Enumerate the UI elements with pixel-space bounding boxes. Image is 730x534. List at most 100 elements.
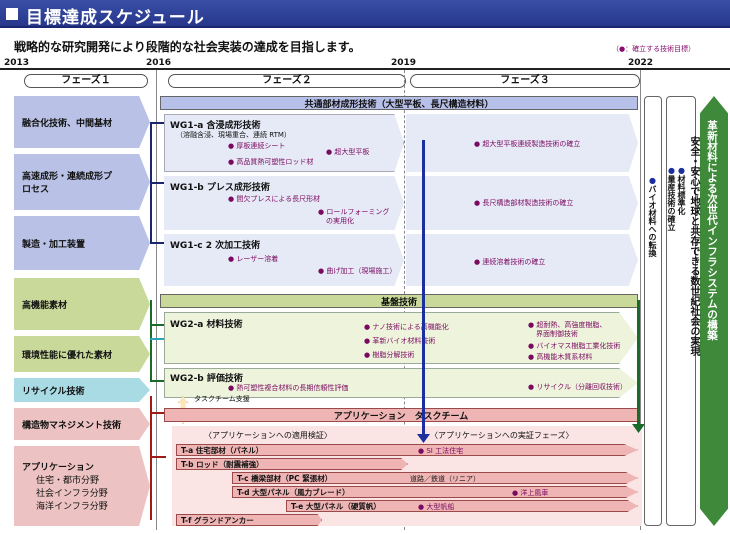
down-arrow-green	[637, 300, 640, 426]
wg2a-item-2: ● 革新バイオ材料技術	[364, 337, 436, 345]
wg2b-item-1: ● 熱可塑性複合材料の長期信頼性評価	[228, 384, 349, 392]
task-result-si: ● SI 工法住宅	[418, 447, 464, 455]
task-td: T-d 大型パネル（風力ブレード）	[232, 486, 638, 498]
year-2022: 2022	[628, 58, 654, 68]
wg1b-title: WG1-b プレス成形技術	[170, 183, 270, 193]
wg1a-title: WG1-a 含浸成形技術	[170, 121, 261, 131]
wg2a-phase3-1: ● 超耐熱、高強度樹脂、	[528, 321, 607, 329]
category-molding: 高速成形・連続成形プロセス	[14, 154, 150, 210]
wg2b-phase3: ● リサイクル（分離回収技術）	[528, 383, 627, 391]
wg1c-area	[164, 234, 404, 286]
wg1b-item-1: ● 間欠プレスによる長尺形材	[228, 195, 321, 203]
down-arrow-blue-head-icon	[417, 434, 430, 443]
task-tc: T-c 橋梁部材（PC 緊張材）	[232, 472, 638, 484]
wg2a-phase3-3: ● バイオマス樹脂工業化技術	[528, 342, 621, 350]
target-column-2	[666, 96, 696, 526]
target-standardization: ●材料標準化	[677, 166, 686, 215]
connector-1	[150, 122, 166, 124]
category-fusion: 融合化技術、中間基材	[14, 96, 150, 148]
task-support-label: タスクチーム支援	[194, 395, 250, 403]
task-te: T-e 大型パネル（硬質帆）	[286, 500, 638, 512]
wg2a-phase3-4: ● 高機能木質系材料	[528, 353, 593, 361]
phase-3: フェーズ３	[410, 74, 640, 88]
category-recycle: リサイクル技術	[14, 378, 150, 402]
subtitle: 戦略的な研究開発により段階的な社会実装の達成を目指します。	[14, 40, 361, 54]
wg2a-item-1: ● ナノ技術による高機能化	[364, 323, 449, 331]
wg2a-phase3-2: 界面制御技術	[536, 330, 578, 338]
task-result-wind: ● 洋上風車	[512, 489, 549, 497]
vision-line-2: 安全・安心で地球と共存できる数世紀社会の実現	[688, 136, 699, 356]
divider-2022	[640, 70, 641, 530]
wg1b-item-3: の実用化	[326, 217, 354, 225]
year-2013: 2013	[4, 58, 30, 68]
category-high-performance: 高機能素材	[14, 278, 150, 330]
app-sub-marine: 海洋インフラ分野	[36, 502, 108, 512]
connector-vert-3	[150, 396, 152, 520]
page-title: 目標達成スケジュール	[26, 8, 205, 28]
app-phase-verify: 〈アプリケーションへの適用検証〉	[204, 431, 332, 440]
wg1b-area	[164, 176, 404, 230]
vision-banner	[700, 96, 728, 526]
base-bar: 基盤技術	[160, 294, 638, 308]
wg2b-title: WG2-b 評価技術	[170, 374, 243, 384]
task-result-sail: ● 大型帆船	[418, 503, 455, 511]
connector-vert-1	[150, 122, 152, 244]
down-arrow-blue	[422, 140, 425, 436]
connector-2	[150, 182, 166, 184]
connector-7	[150, 412, 166, 414]
connector-8	[150, 456, 166, 458]
wg2a-area	[164, 312, 638, 364]
target-mass-production: ●量産技術の確立	[667, 166, 676, 231]
wg2b-area	[164, 368, 638, 398]
year-2019: 2019	[391, 58, 417, 68]
wg1b-phase3-area	[406, 176, 638, 230]
wg1b-item-2: ● ロールフォーミング	[318, 208, 390, 216]
wg1c-phase3-area	[406, 234, 638, 286]
down-arrow-green-head-icon	[632, 424, 645, 433]
application-bar: アプリケーション タスクチーム	[164, 408, 638, 422]
category-eco-material: 環境性能に優れた素材	[14, 336, 150, 372]
header-bar	[0, 0, 730, 28]
connector-vert-2	[150, 300, 152, 380]
category-structure-management: 構造物マネジメント技術	[14, 408, 150, 440]
connector-5	[150, 380, 166, 382]
wg2a-item-3: ● 樹脂分解技術	[364, 351, 415, 359]
wg1a-item-3: ● 高品質熱可塑性ロッド材	[228, 158, 314, 166]
app-sub-infra: 社会インフラ分野	[36, 489, 108, 499]
task-tb: T-b ロッド（耐震補強）	[176, 458, 408, 470]
connector-4	[150, 324, 166, 326]
task-tf: T-f グランドアンカー	[176, 514, 322, 526]
phase-1: フェーズ１	[24, 74, 148, 88]
wg1a-subtitle: （溶融含浸、現場重合、連続 RTM）	[176, 131, 291, 139]
category-equipment: 製造・加工装置	[14, 216, 150, 270]
legend-note: （●：確立する技術目標）	[612, 45, 696, 53]
wg1a-item-2: ● 超大型平板	[326, 148, 370, 156]
wg1c-title: WG1-c 2 次加工技術	[170, 241, 261, 251]
wg1c-phase3: ● 連続溶着技術の確立	[474, 258, 546, 266]
task-ta: T-a 住宅部材（パネル）	[176, 444, 638, 456]
target-column-1	[644, 96, 662, 526]
wg1a-phase3: ● 超大型平板連続製造技術の確立	[474, 140, 581, 148]
wg1a-item-1: ● 厚板連続シート	[228, 142, 286, 150]
wg1c-item-2: ● 曲げ加工（現場施工）	[318, 267, 397, 275]
task-result-rail: 道路／鉄道（リニア）	[410, 475, 480, 483]
timeline-axis	[0, 68, 730, 70]
divider-2016	[156, 70, 157, 530]
common-bar: 共通部材成形技術（大型平板、長尺構造材料）	[160, 96, 638, 110]
wg1b-phase3: ● 長尺構造部材製造技術の確立	[474, 199, 574, 207]
wg1a-phase3-area	[406, 114, 638, 172]
target-bio: ●バイオ材料への転換	[648, 176, 657, 257]
year-2016: 2016	[146, 58, 172, 68]
phase-2: フェーズ２	[168, 74, 406, 88]
application-label: アプリケーション	[22, 463, 94, 473]
wg1c-item-1: ● レーザー溶着	[228, 255, 279, 263]
category-application: アプリケーション 住宅・都市分野 社会インフラ分野 海洋インフラ分野	[14, 446, 150, 526]
app-sub-housing: 住宅・都市分野	[36, 476, 100, 486]
header-square-icon	[6, 8, 18, 20]
connector-3	[150, 242, 166, 244]
vision-line-1: 革新材料による次世代インフラシステムの構築	[706, 120, 718, 341]
app-phase-demo: 〈アプリケーションへの実証フェーズ〉	[430, 431, 574, 440]
wg1a-area	[164, 114, 404, 172]
connector-6	[150, 338, 166, 340]
wg2a-title: WG2-a 材料技術	[170, 320, 243, 330]
